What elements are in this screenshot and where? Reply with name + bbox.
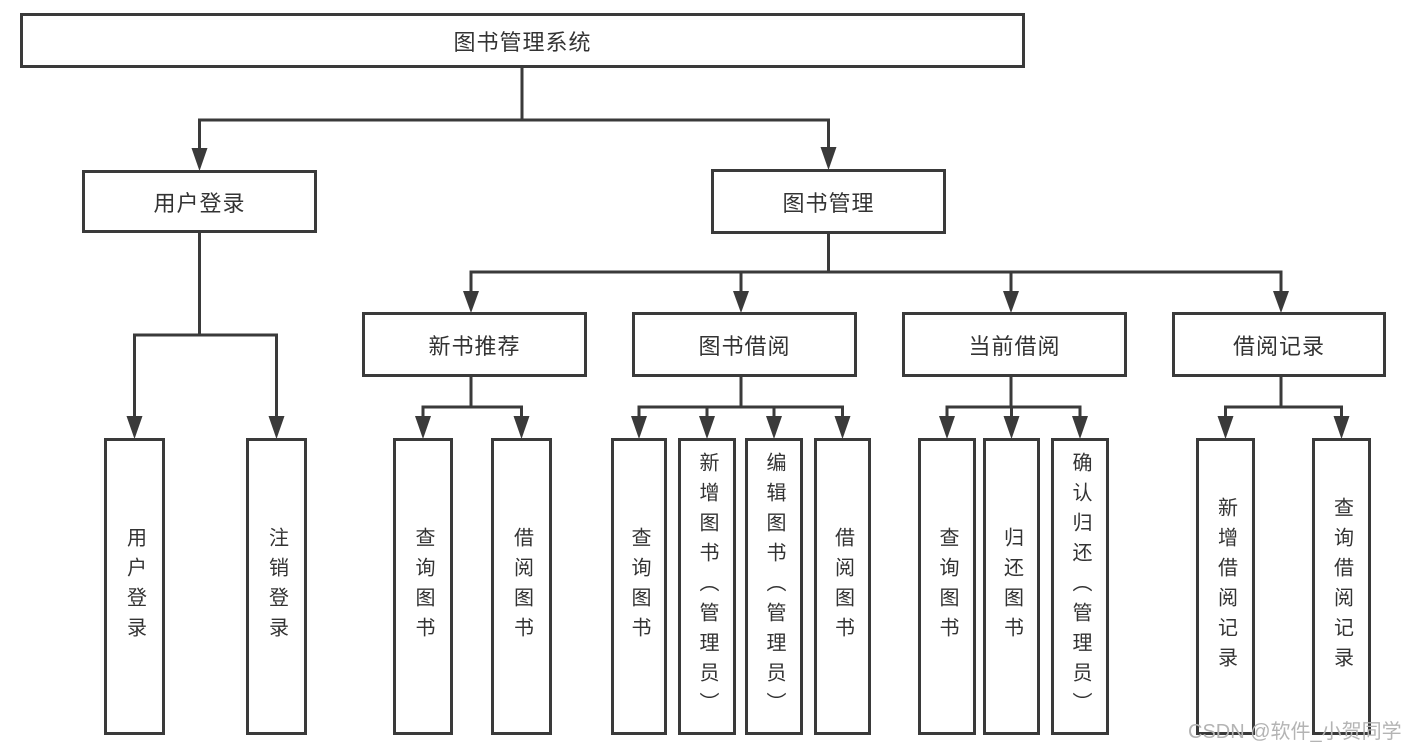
leaf-add-book-admin-label: 新增图书（管理员） xyxy=(696,451,718,722)
leaf-return-book-label: 归还图书 xyxy=(1000,526,1023,647)
arrowhead-down-icon xyxy=(1217,416,1234,439)
node-user-login-label: 用户登录 xyxy=(153,190,246,216)
arrowhead-down-icon xyxy=(1003,291,1019,313)
leaf-query-book-current: 查询图书 xyxy=(918,438,976,735)
leaf-confirm-return-admin-label: 确认归还（管理员） xyxy=(1069,451,1091,722)
leaf-query-book-recommend-label: 查询图书 xyxy=(412,526,434,647)
arrowhead-down-icon xyxy=(1072,416,1088,439)
arrowhead-down-icon xyxy=(1333,416,1350,439)
node-book-management-label: 图书管理 xyxy=(782,190,875,216)
arrowhead-down-icon xyxy=(939,416,955,439)
leaf-query-book-recommend: 查询图书 xyxy=(393,438,453,735)
node-new-book-recommend: 新书推荐 xyxy=(362,312,587,377)
connector-new-book-rec-to-leaves xyxy=(415,377,530,439)
leaf-user-login: 用户登录 xyxy=(104,438,165,735)
csdn-watermark: CSDN @软件_小贺同学 xyxy=(1188,721,1402,743)
arrowhead-down-icon xyxy=(268,416,285,439)
leaf-borrow-book-label: 借阅图书 xyxy=(831,526,854,647)
arrowhead-down-icon xyxy=(513,416,530,439)
connector-borrow-records-to-leaves xyxy=(1217,377,1350,439)
node-root-system: 图书管理系统 xyxy=(20,13,1025,68)
arrowhead-down-icon xyxy=(699,416,715,439)
node-book-borrow: 图书借阅 xyxy=(632,312,857,377)
leaf-edit-book-admin-label: 编辑图书（管理员） xyxy=(763,451,785,722)
leaf-return-book: 归还图书 xyxy=(983,438,1040,735)
node-root-label: 图书管理系统 xyxy=(453,29,592,55)
connector-current-borrow-to-leaves xyxy=(939,377,1088,439)
leaf-borrow-book: 借阅图书 xyxy=(814,438,871,735)
node-borrow-records-label: 借阅记录 xyxy=(1232,333,1325,359)
leaf-logout: 注销登录 xyxy=(246,438,307,735)
arrowhead-down-icon xyxy=(415,416,431,439)
arrowhead-down-icon xyxy=(766,416,782,439)
connector-book-borrow-to-leaves xyxy=(631,377,851,439)
leaf-query-book-borrow-label: 查询图书 xyxy=(628,526,650,647)
arrowhead-down-icon xyxy=(820,147,837,170)
leaf-user-login-label: 用户登录 xyxy=(123,526,146,647)
leaf-logout-label: 注销登录 xyxy=(265,526,288,647)
connector-book-mgmt-to-level3 xyxy=(463,234,1289,313)
leaf-query-book-current-label: 查询图书 xyxy=(936,526,958,647)
node-borrow-records: 借阅记录 xyxy=(1172,312,1386,377)
node-new-book-recommend-label: 新书推荐 xyxy=(428,333,521,359)
leaf-query-borrow-record: 查询借阅记录 xyxy=(1312,438,1371,735)
arrowhead-down-icon xyxy=(733,291,749,313)
node-book-borrow-label: 图书借阅 xyxy=(698,333,791,359)
arrowhead-down-icon xyxy=(1273,291,1289,313)
leaf-confirm-return-admin: 确认归还（管理员） xyxy=(1051,438,1109,735)
node-current-borrow: 当前借阅 xyxy=(902,312,1127,377)
leaf-add-borrow-record: 新增借阅记录 xyxy=(1196,438,1255,735)
node-current-borrow-label: 当前借阅 xyxy=(968,333,1061,359)
connector-root-to-level2 xyxy=(191,68,837,171)
leaf-edit-book-admin: 编辑图书（管理员） xyxy=(745,438,803,735)
connector-user-login-to-leaves xyxy=(126,233,285,439)
arrowhead-down-icon xyxy=(1003,416,1020,439)
leaf-add-book-admin: 新增图书（管理员） xyxy=(678,438,736,735)
leaf-add-borrow-record-label: 新增借阅记录 xyxy=(1214,496,1237,677)
arrowhead-down-icon xyxy=(631,416,647,439)
arrowhead-down-icon xyxy=(834,416,851,439)
arrowhead-down-icon xyxy=(463,291,479,313)
leaf-borrow-book-recommend: 借阅图书 xyxy=(491,438,552,735)
leaf-borrow-book-recommend-label: 借阅图书 xyxy=(510,526,533,647)
leaf-query-borrow-record-label: 查询借阅记录 xyxy=(1330,496,1353,677)
node-book-management: 图书管理 xyxy=(711,169,946,234)
leaf-query-book-borrow: 查询图书 xyxy=(611,438,667,735)
arrowhead-down-icon xyxy=(126,416,143,439)
arrowhead-down-icon xyxy=(191,148,208,171)
node-user-login: 用户登录 xyxy=(82,170,317,233)
